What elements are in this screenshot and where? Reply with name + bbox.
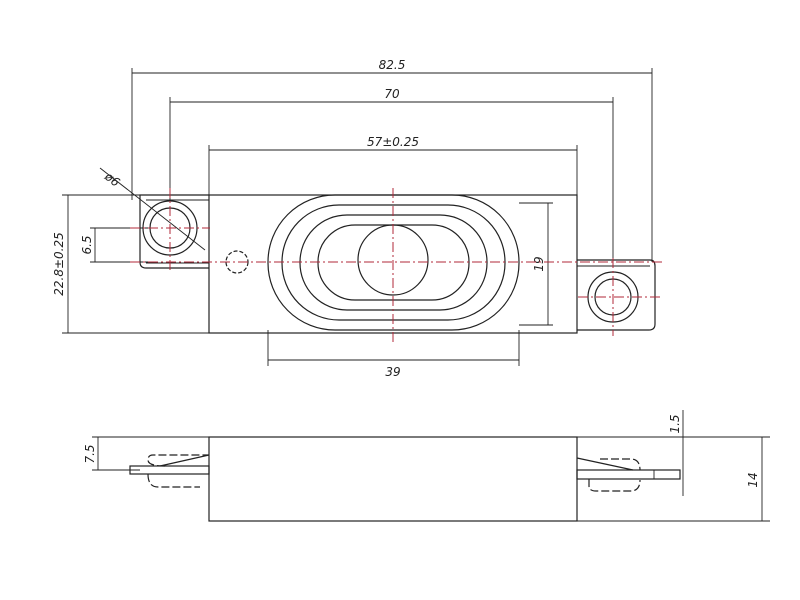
dim-hole-spacing-label: 70 [384, 87, 400, 101]
dim-tab-thickness-label: 1.5 [668, 414, 682, 433]
right-mounting-tab [577, 259, 656, 331]
side-right-tab [576, 457, 681, 492]
dimension-lines [67, 72, 652, 361]
dim-overall-label: 82.5 [379, 58, 406, 72]
side-body [208, 436, 578, 522]
side-dimension-lines [97, 410, 763, 521]
dim-cone-height-label: 19 [532, 256, 546, 271]
dim-cone-length-label: 39 [385, 365, 400, 379]
side-left-tab [129, 454, 210, 488]
centerlines [130, 188, 662, 342]
dim-tab-offset-label: 7.5 [83, 444, 97, 463]
dim-body-length-label: 57±0.25 [367, 135, 419, 149]
side-view: 7.5 1.5 14 [83, 410, 770, 522]
extension-lines [62, 68, 653, 366]
dim-hole-offset-label: 6.5 [80, 235, 94, 254]
dim-depth-label: 14 [746, 472, 760, 487]
dim-height-label: 22.8±0.25 [52, 232, 66, 296]
top-view: 82.5 70 57±0.25 ø6 22.8±0.25 6.5 19 39 [52, 58, 662, 379]
